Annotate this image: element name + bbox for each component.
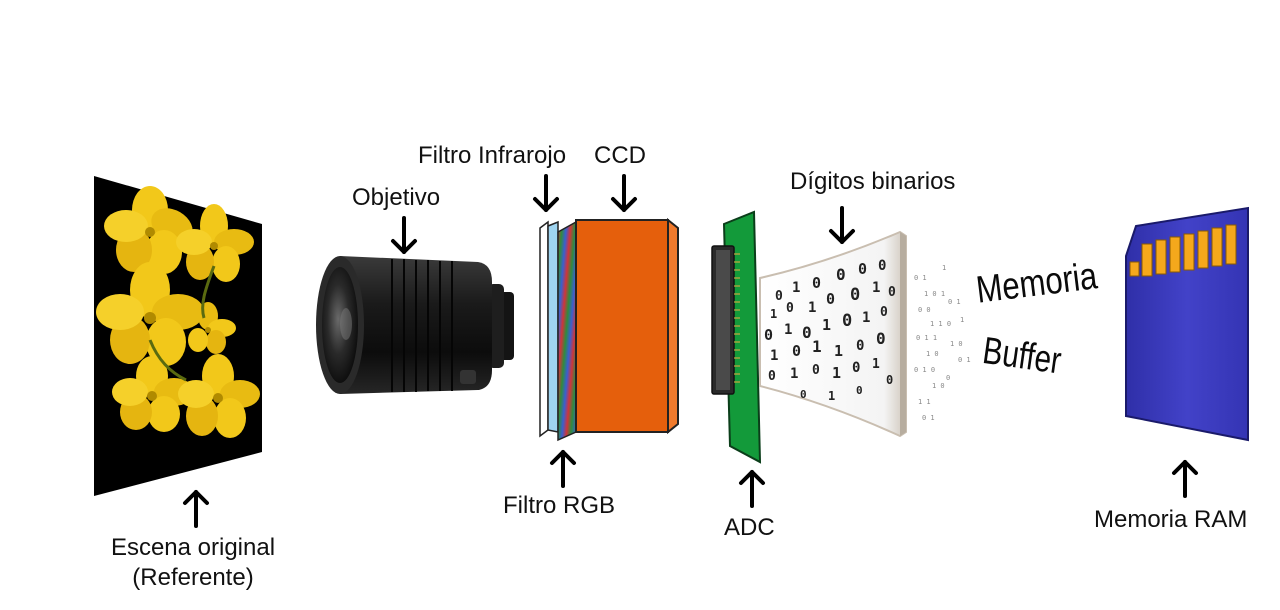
- memory-card: [1125, 206, 1249, 442]
- svg-text:0: 0: [802, 323, 812, 342]
- svg-text:1: 1: [828, 389, 835, 403]
- svg-text:0 1: 0 1: [922, 414, 935, 422]
- scene-image: [94, 176, 262, 496]
- svg-text:1: 1: [872, 357, 880, 372]
- svg-text:0: 0: [858, 260, 867, 278]
- svg-text:0: 0: [886, 373, 893, 387]
- arrow-objetivo: [391, 216, 417, 254]
- svg-text:0 1: 0 1: [914, 274, 927, 282]
- svg-text:1: 1: [872, 280, 880, 296]
- svg-text:0: 0: [786, 301, 794, 316]
- binary-stream: 0 1 0 0 0 0 1 0 1 0 0 1 0 0 1 0 1 0 1 0 …: [759, 230, 971, 438]
- arrow-ccd: [611, 174, 637, 212]
- label-filtro-rgb: Filtro RGB: [503, 492, 616, 519]
- svg-text:0: 0: [876, 329, 886, 348]
- label-escena-line1: Escena original: [110, 534, 276, 561]
- svg-text:0: 0: [842, 311, 852, 331]
- svg-text:1: 1: [862, 310, 870, 326]
- svg-text:0: 0: [768, 369, 776, 384]
- svg-text:1: 1: [960, 316, 964, 324]
- ccd-sensor: [575, 217, 679, 435]
- svg-text:1: 1: [834, 342, 843, 360]
- rgb-filter: [557, 220, 577, 442]
- svg-text:1: 1: [812, 337, 822, 356]
- svg-text:0: 0: [888, 285, 896, 300]
- svg-text:0: 0: [856, 338, 864, 354]
- svg-text:0: 0: [878, 258, 886, 274]
- label-ccd: CCD: [594, 142, 646, 169]
- flower-cluster: [96, 186, 260, 438]
- label-adc: ADC: [724, 514, 775, 541]
- svg-text:0: 0: [764, 326, 773, 344]
- svg-text:0 1: 0 1: [948, 298, 961, 306]
- svg-text:0 0: 0 0: [918, 306, 931, 314]
- svg-text:1 0: 1 0: [932, 382, 945, 390]
- svg-text:1: 1: [784, 322, 792, 338]
- svg-text:0: 0: [946, 374, 950, 382]
- sd-contacts: [1129, 224, 1237, 277]
- adc-board: [711, 210, 762, 464]
- arrow-escena: [183, 490, 209, 528]
- svg-text:1: 1: [822, 316, 831, 334]
- scattered-digits: 0 11 0 1 0 01 1 0 0 1 11 0 0 1 01 0 1 11…: [914, 264, 971, 422]
- svg-text:0: 0: [850, 285, 860, 305]
- arrow-digitos: [829, 206, 855, 244]
- svg-text:1: 1: [790, 366, 798, 382]
- svg-text:0: 0: [812, 274, 821, 292]
- svg-text:0 1 1: 0 1 1: [916, 334, 937, 342]
- svg-text:0: 0: [800, 388, 807, 401]
- label-escena-original: Escena original (Referente): [98, 534, 288, 591]
- label-escena-line2: (Referente): [132, 564, 254, 591]
- lens-objective: [316, 256, 514, 394]
- svg-text:0: 0: [826, 290, 835, 308]
- svg-text:0: 0: [775, 289, 783, 304]
- label-filtro-infrarojo: Filtro Infrarojo: [418, 142, 567, 169]
- svg-text:1: 1: [792, 280, 800, 296]
- arrow-adc: [739, 470, 765, 508]
- svg-text:1 0: 1 0: [926, 350, 939, 358]
- svg-text:1 1: 1 1: [918, 398, 931, 406]
- binary-digits: 0 1 0 0 0 0 1 0 1 0 0 1 0 0 1 0 1 0 1 0 …: [764, 258, 896, 403]
- ir-filter: [539, 220, 559, 438]
- label-memoria-ram: Memoria RAM: [1094, 506, 1248, 533]
- svg-text:1 0 1: 1 0 1: [924, 290, 945, 298]
- svg-text:0: 0: [856, 384, 863, 397]
- svg-text:1: 1: [770, 348, 778, 364]
- arrow-filtro-infrarojo: [533, 174, 559, 212]
- svg-text:0: 0: [812, 363, 820, 378]
- svg-text:1: 1: [770, 307, 777, 321]
- svg-text:0: 0: [836, 265, 846, 284]
- svg-text:0: 0: [852, 360, 860, 376]
- svg-text:0 1 0: 0 1 0: [914, 366, 935, 374]
- svg-text:0: 0: [792, 342, 801, 360]
- svg-text:0: 0: [880, 305, 888, 320]
- svg-text:1: 1: [832, 364, 841, 382]
- arrow-memoria-ram: [1172, 460, 1198, 498]
- svg-text:0 1: 0 1: [958, 356, 971, 364]
- arrow-filtro-rgb: [550, 450, 576, 488]
- svg-text:1: 1: [808, 300, 816, 316]
- svg-text:1 1 0: 1 1 0: [930, 320, 951, 328]
- svg-text:1 0: 1 0: [950, 340, 963, 348]
- label-objetivo: Objetivo: [352, 184, 441, 211]
- label-digitos-binarios: Dígitos binarios: [790, 168, 956, 195]
- svg-text:1: 1: [942, 264, 946, 272]
- arrows: [183, 174, 1198, 528]
